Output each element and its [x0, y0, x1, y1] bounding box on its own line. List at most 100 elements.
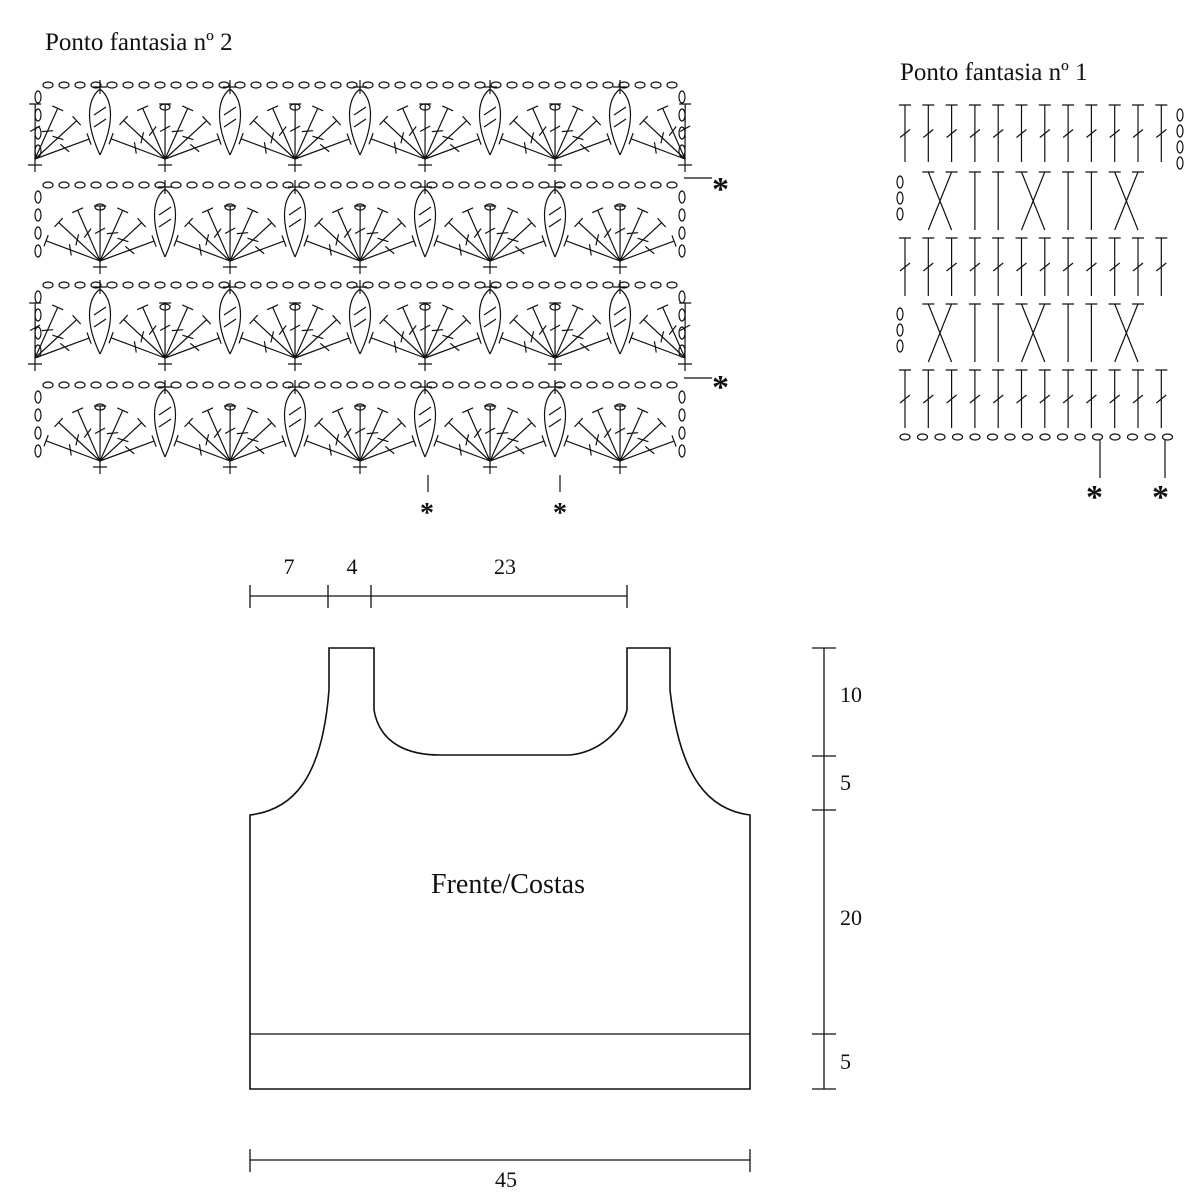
chain-stitch-symbol [426, 281, 438, 289]
double-crochet-symbol [489, 407, 519, 462]
chain-stitch-symbol [362, 381, 374, 389]
dim-armhole-shaping: 5 [840, 770, 851, 795]
chain-stitch-symbol [618, 281, 630, 289]
chain-stitch-symbol [34, 444, 42, 458]
double-crochet-symbol [554, 133, 612, 160]
single-crochet-symbol [483, 280, 497, 294]
chain-stitch-symbol [106, 381, 118, 389]
single-crochet-symbol [93, 80, 107, 94]
cluster-symbol [229, 288, 241, 355]
row-marker-asterisk: * [712, 369, 729, 406]
chain-stitch-symbol [202, 381, 214, 389]
chain-stitch-symbol [34, 326, 42, 340]
chain-stitch-symbol [678, 190, 686, 204]
double-crochet-symbol [619, 217, 667, 262]
double-crochet-symbol [331, 407, 361, 462]
chain-stitch-symbol [282, 381, 294, 389]
double-crochet-symbol [509, 314, 556, 359]
double-crochet-symbol [379, 115, 426, 160]
double-crochet-symbol [591, 407, 621, 462]
crossed-stitch-symbol [1108, 303, 1144, 363]
double-crochet-symbol [368, 132, 426, 160]
double-crochet-symbol [1132, 237, 1144, 296]
single-crochet-symbol [223, 80, 237, 94]
chain-stitch-symbol [346, 181, 358, 189]
chain-stitch-symbol [538, 81, 550, 89]
chain-stitch-symbol [614, 203, 626, 211]
single-crochet-symbol [613, 80, 627, 94]
chain-stitch-symbol [410, 181, 422, 189]
chain-stitch-symbol [484, 403, 496, 411]
double-crochet-symbol [899, 369, 911, 428]
chain-stitch-symbol [538, 281, 550, 289]
double-crochet-symbol [34, 133, 92, 160]
chain-stitch-symbol [986, 433, 999, 441]
cluster-symbol [609, 288, 621, 355]
single-crochet-symbol [288, 357, 302, 371]
chain-stitch-symbol [138, 81, 150, 89]
double-crochet-symbol [1108, 237, 1121, 296]
chain-stitch-symbol [170, 281, 182, 289]
double-crochet-symbol [359, 407, 389, 462]
chain-stitch-symbol [442, 281, 454, 289]
double-crochet-symbol [619, 235, 677, 262]
chain-stitch-symbol [266, 281, 278, 289]
chain-stitch-symbol [1176, 140, 1184, 154]
cluster-symbol [93, 306, 107, 328]
chain-stitch-symbol [298, 381, 310, 389]
chain-stitch-symbol [122, 181, 134, 189]
double-crochet-symbol [34, 105, 64, 160]
chain-stitch-symbol [354, 203, 366, 211]
dim-shoulder-offset: 7 [284, 554, 295, 579]
double-crochet-symbol [1132, 104, 1144, 162]
chain-stitch-symbol [484, 203, 496, 211]
cluster-symbol [164, 388, 176, 458]
double-crochet-symbol [489, 217, 537, 262]
chain-stitch-symbol [42, 381, 54, 389]
double-crochet-symbol [229, 435, 287, 462]
chain-stitch-symbol [250, 81, 262, 89]
chain-stitch-symbol [650, 181, 662, 189]
cluster-symbol [479, 88, 491, 156]
double-crochet-symbol [164, 332, 222, 359]
chain-stitch-symbol [186, 181, 198, 189]
double-crochet-symbol [489, 235, 547, 262]
double-crochet-symbol [164, 115, 212, 160]
double-crochet-symbol [294, 115, 342, 160]
double-crochet-symbol [238, 331, 296, 359]
chain-stitch-symbol [314, 181, 326, 189]
chain-stitch-symbol [186, 281, 198, 289]
chain-stitch-symbol [570, 381, 582, 389]
dim-ribbing-height: 5 [840, 1049, 851, 1074]
double-crochet-symbol [266, 105, 296, 160]
chain-stitch-symbol [419, 303, 431, 311]
piece-label: Frente/Costas [431, 869, 585, 900]
cluster-symbol [89, 288, 101, 355]
double-crochet-symbol [992, 303, 1005, 362]
double-crochet-symbol [563, 234, 621, 262]
front-back-piece-outline [249, 647, 751, 1090]
chain-stitch-symbol [618, 81, 630, 89]
cluster-symbol [219, 88, 231, 156]
chain-stitch-symbol [899, 433, 911, 441]
cluster-symbol [223, 106, 237, 128]
double-crochet-symbol [229, 235, 287, 262]
double-crochet-symbol [289, 302, 302, 359]
chain-stitch-symbol [42, 281, 54, 289]
chain-stitch-symbol [549, 103, 561, 111]
chain-stitch-symbol [138, 181, 150, 189]
double-crochet-symbol [992, 104, 1005, 162]
chain-stitch-symbol [154, 281, 166, 289]
double-crochet-symbol [1108, 104, 1121, 162]
cluster-symbol [229, 88, 241, 156]
chain-stitch-symbol [224, 403, 236, 411]
chain-stitch-symbol [186, 81, 198, 89]
double-crochet-symbol [628, 132, 686, 160]
chain-stitch-symbol [378, 281, 390, 289]
chain-stitch-symbol [458, 381, 470, 389]
double-crochet-symbol [922, 237, 935, 296]
chain-stitch-symbol [289, 303, 301, 311]
chain-stitch-symbol [330, 281, 342, 289]
double-crochet-symbol [992, 171, 1005, 230]
single-crochet-symbol [288, 180, 302, 194]
